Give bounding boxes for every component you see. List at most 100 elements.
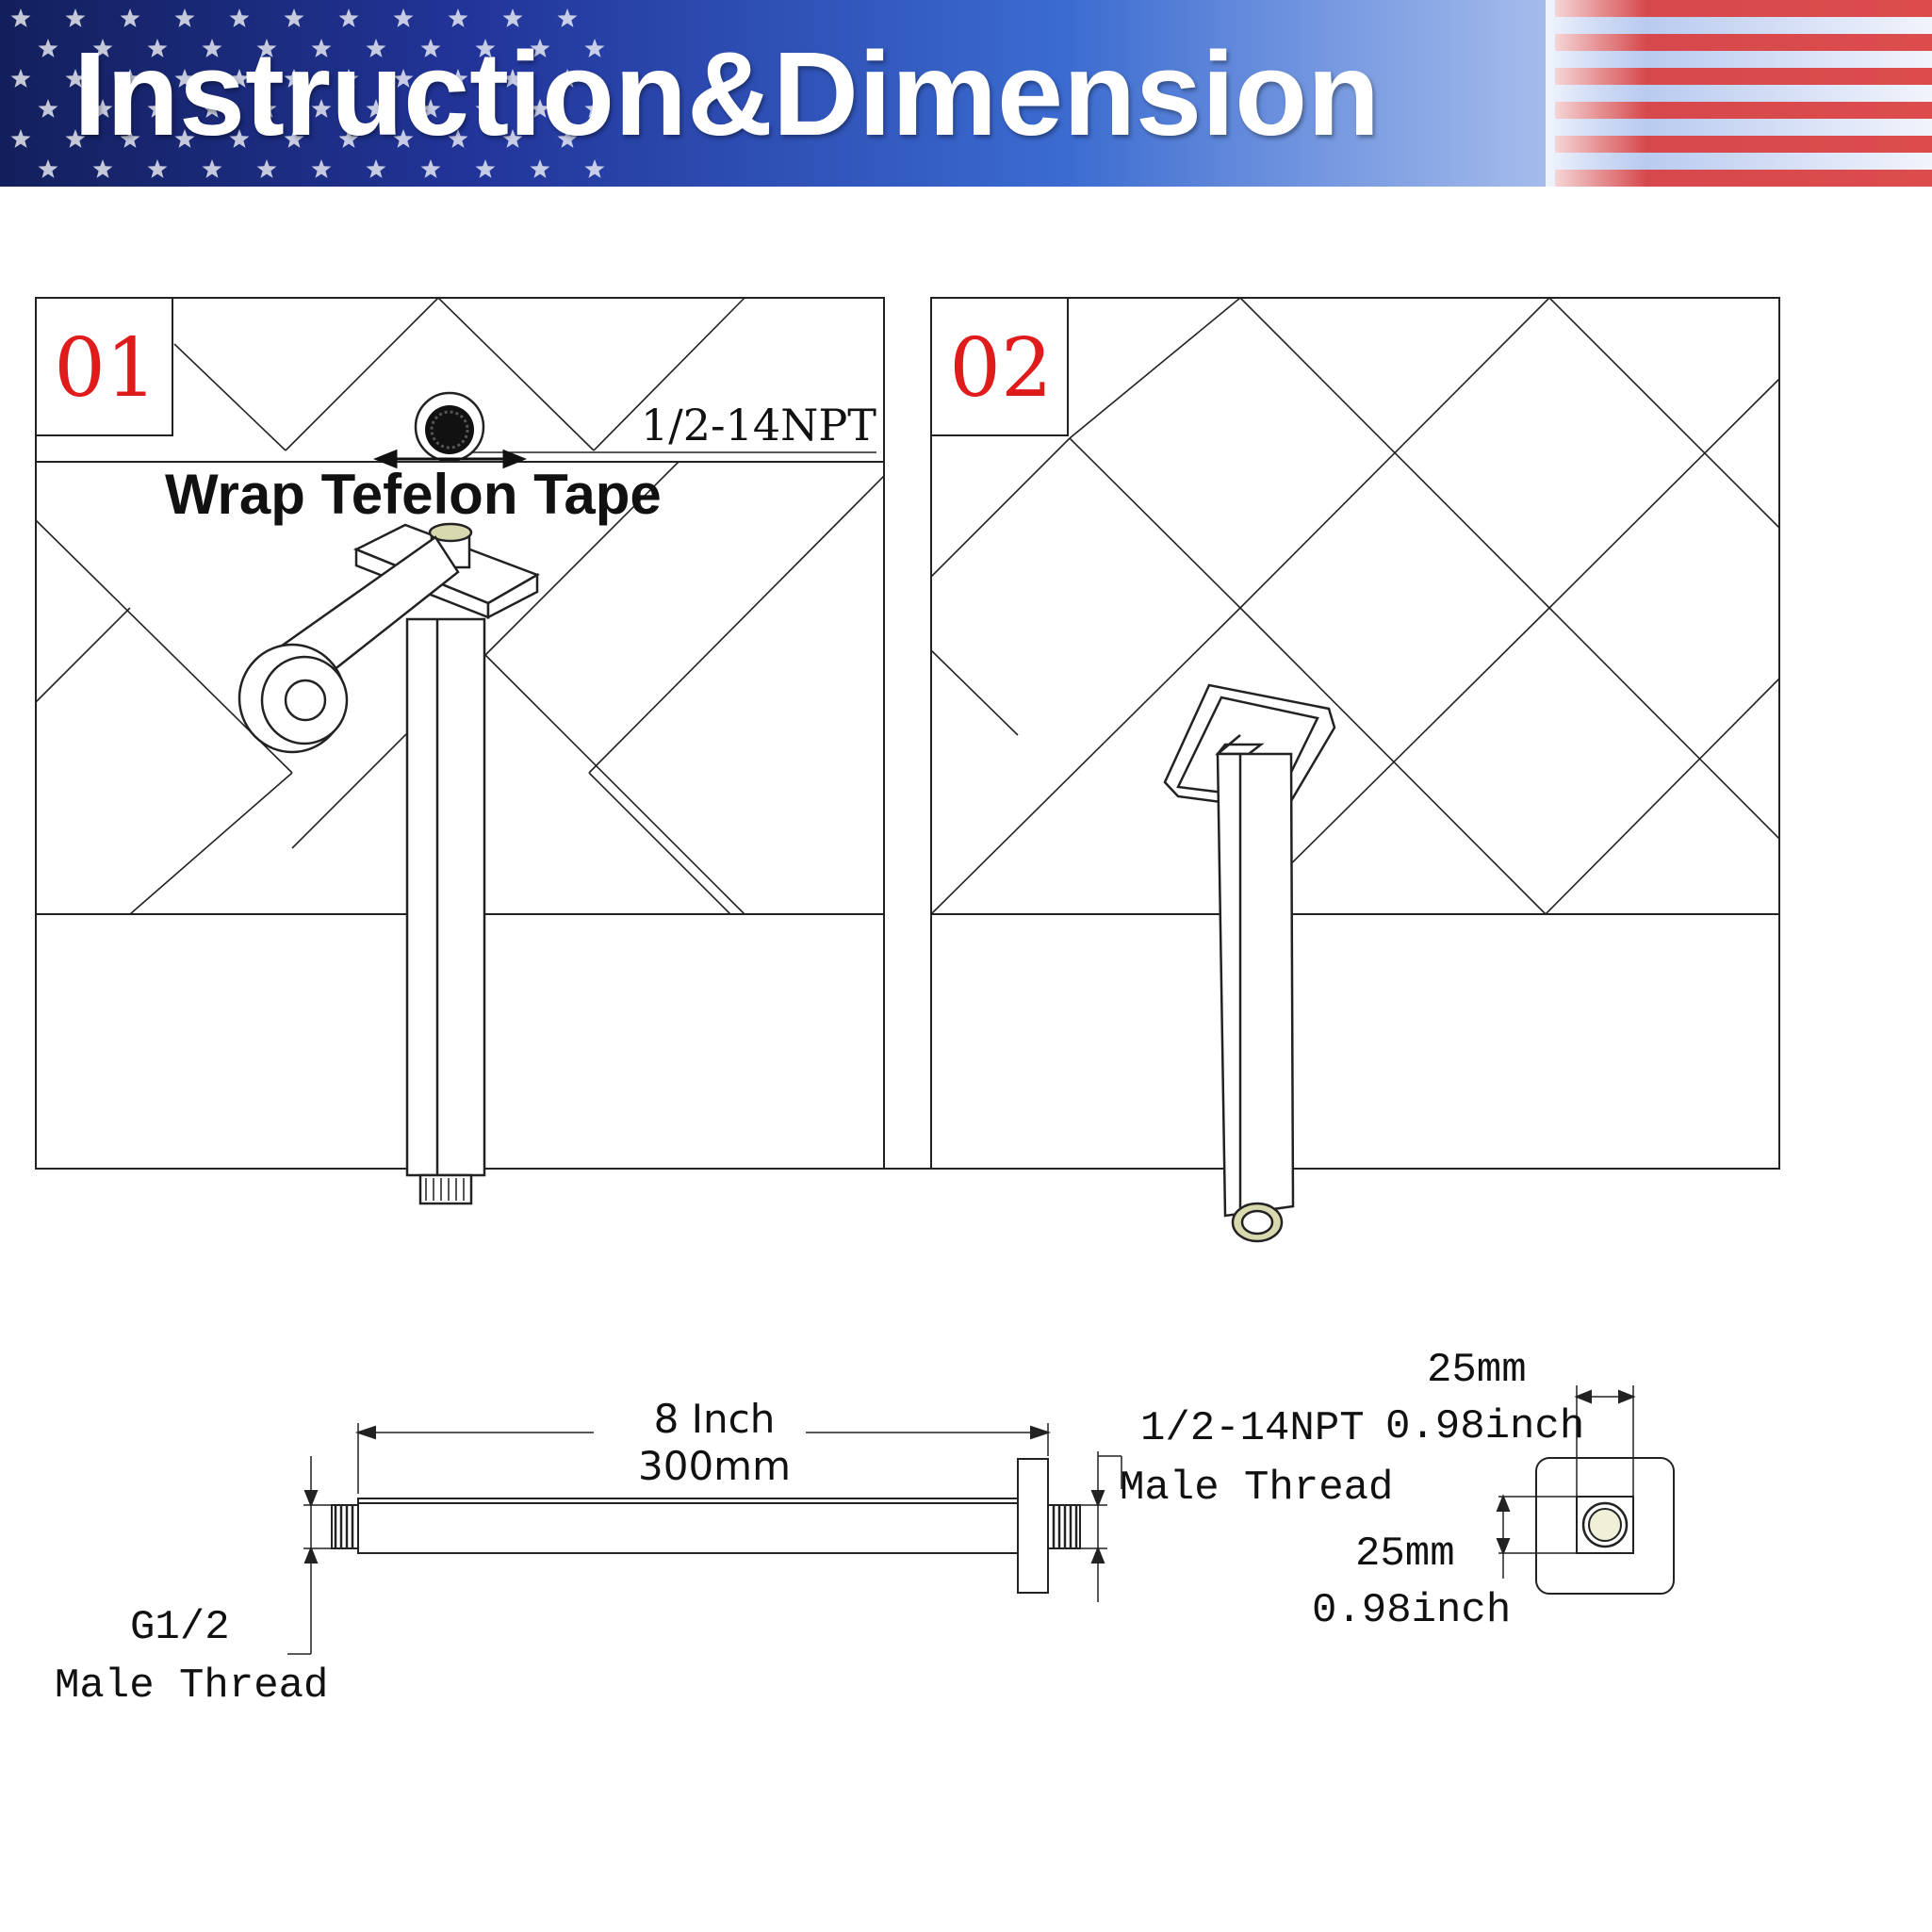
star-icon <box>338 8 359 27</box>
star-icon <box>475 39 496 57</box>
star-icon <box>284 69 304 88</box>
star-icon <box>65 69 86 88</box>
page-title: Instruction&Dimension <box>74 27 1381 160</box>
wall-outlet <box>414 391 485 463</box>
star-icon <box>502 8 523 27</box>
star-icon <box>338 69 359 88</box>
length-mm-label: 300mm <box>638 1443 791 1489</box>
star-icon <box>92 39 113 57</box>
star-icon <box>311 99 332 118</box>
star-icon <box>338 129 359 148</box>
star-icon <box>174 8 195 27</box>
step-02-number: 02 <box>949 321 1052 416</box>
shower-arm-step-02 <box>1163 683 1336 1243</box>
step-01-thread-label: 1/2-14NPT <box>641 400 876 450</box>
star-icon <box>530 99 550 118</box>
tile-pattern <box>930 297 1780 915</box>
star-icon <box>584 39 605 57</box>
star-icon <box>366 99 386 118</box>
star-icon <box>448 69 468 88</box>
header-banner: Instruction&Dimension <box>0 0 1932 187</box>
star-icon <box>584 159 605 178</box>
tile-pattern <box>35 297 885 915</box>
star-icon <box>147 99 168 118</box>
width-inch-label: 0.98inch <box>1385 1403 1584 1450</box>
star-icon <box>366 39 386 57</box>
star-icon <box>65 8 86 27</box>
flange <box>1017 1458 1049 1594</box>
star-icon <box>65 129 86 148</box>
outlet-thread-type: Male Thread <box>55 1662 328 1710</box>
width-mm-label: 25mm <box>1427 1347 1527 1394</box>
star-icon <box>557 69 578 88</box>
flag-stripes <box>1546 0 1932 187</box>
inlet-thread-label: 1/2-14NPT <box>1140 1405 1365 1452</box>
star-icon <box>147 39 168 57</box>
star-icon <box>120 8 140 27</box>
step-01-number-box <box>35 297 173 436</box>
star-icon <box>120 69 140 88</box>
star-icon <box>420 39 441 57</box>
flag-stars <box>10 8 605 178</box>
star-icon <box>420 99 441 118</box>
star-icon <box>10 69 31 88</box>
star-icon <box>229 8 250 27</box>
star-icon <box>202 39 222 57</box>
star-icon <box>10 8 31 27</box>
star-icon <box>393 129 414 148</box>
step-02-frame <box>930 297 1780 1170</box>
star-icon <box>393 8 414 27</box>
star-icon <box>311 39 332 57</box>
star-icon <box>229 129 250 148</box>
outlet-thread <box>331 1504 359 1549</box>
length-inch-label: 8 Inch <box>654 1396 776 1442</box>
star-icon <box>530 39 550 57</box>
star-icon <box>38 39 58 57</box>
star-icon <box>38 159 58 178</box>
star-icon <box>420 159 441 178</box>
star-icon <box>120 129 140 148</box>
star-icon <box>475 159 496 178</box>
star-icon <box>10 129 31 148</box>
star-icon <box>311 159 332 178</box>
star-icon <box>584 99 605 118</box>
star-icon <box>284 8 304 27</box>
step-02-panel <box>884 297 1780 1170</box>
tape-roll-icon <box>237 535 460 754</box>
star-icon <box>256 159 277 178</box>
inlet-thread-type: Male Thread <box>1120 1465 1393 1512</box>
star-icon <box>202 159 222 178</box>
star-icon <box>366 159 386 178</box>
star-icon <box>256 99 277 118</box>
flange-front-view <box>1535 1457 1675 1595</box>
step-02-number-box <box>930 297 1069 436</box>
dimension-drawing <box>287 1385 1675 1655</box>
star-icon <box>147 159 168 178</box>
star-icon <box>557 129 578 148</box>
star-icon <box>530 159 550 178</box>
star-icon <box>38 99 58 118</box>
height-mm-label: 25mm <box>1355 1531 1455 1578</box>
pipe-body <box>357 1498 1019 1554</box>
star-icon <box>448 8 468 27</box>
star-icon <box>502 129 523 148</box>
star-icon <box>174 129 195 148</box>
star-icon <box>284 129 304 148</box>
height-inch-label: 0.98inch <box>1312 1587 1511 1634</box>
star-icon <box>92 159 113 178</box>
star-icon <box>174 69 195 88</box>
usa-flag-background <box>0 0 1932 187</box>
width-arrow <box>372 449 528 469</box>
star-icon <box>229 69 250 88</box>
step-01-number: 01 <box>54 321 156 416</box>
star-icon <box>202 99 222 118</box>
star-icon <box>557 8 578 27</box>
star-icon <box>92 99 113 118</box>
wrap-tape-label: Wrap Tefelon Tape <box>165 463 662 526</box>
star-icon <box>448 129 468 148</box>
outlet-thread-label: G1/2 <box>130 1604 230 1651</box>
star-icon <box>475 99 496 118</box>
star-icon <box>502 69 523 88</box>
pipe-square-section <box>1576 1496 1634 1554</box>
